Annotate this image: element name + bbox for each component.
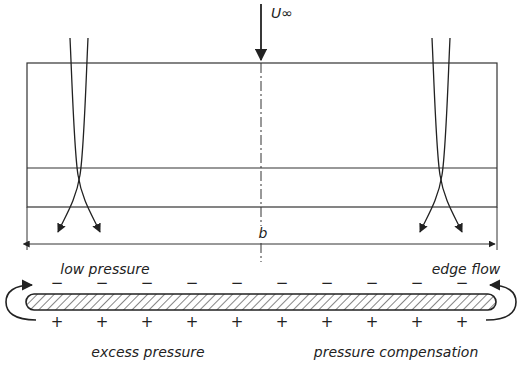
plus-sign: + <box>96 315 109 330</box>
plus-sign: + <box>51 315 64 330</box>
minus-sign: − <box>456 276 469 291</box>
minus-sign: − <box>411 276 424 291</box>
velocity-symbol: U∞ <box>271 6 293 20</box>
minus-sign: − <box>366 276 379 291</box>
flow-note: edge flow <box>432 262 501 276</box>
plus-sign: + <box>276 315 289 330</box>
plus-sign: + <box>411 315 424 330</box>
minus-sign: − <box>141 276 154 291</box>
minus-sign: − <box>51 276 64 291</box>
pressure-note: pressure compensation <box>314 345 479 359</box>
minus-sign: − <box>231 276 244 291</box>
minus-sign: − <box>321 276 334 291</box>
span-dimension: b <box>257 226 270 240</box>
plus-sign: + <box>231 315 244 330</box>
plus-sign: + <box>456 315 469 330</box>
plus-sign: + <box>141 315 154 330</box>
plus-sign: + <box>321 315 334 330</box>
minus-sign: − <box>96 276 109 291</box>
plus-sign: + <box>366 315 379 330</box>
plus-sign: + <box>186 315 199 330</box>
pressure-note: excess pressure <box>91 345 204 359</box>
pressure-note: low pressure <box>60 262 149 276</box>
minus-sign: − <box>186 276 199 291</box>
minus-sign: − <box>276 276 289 291</box>
